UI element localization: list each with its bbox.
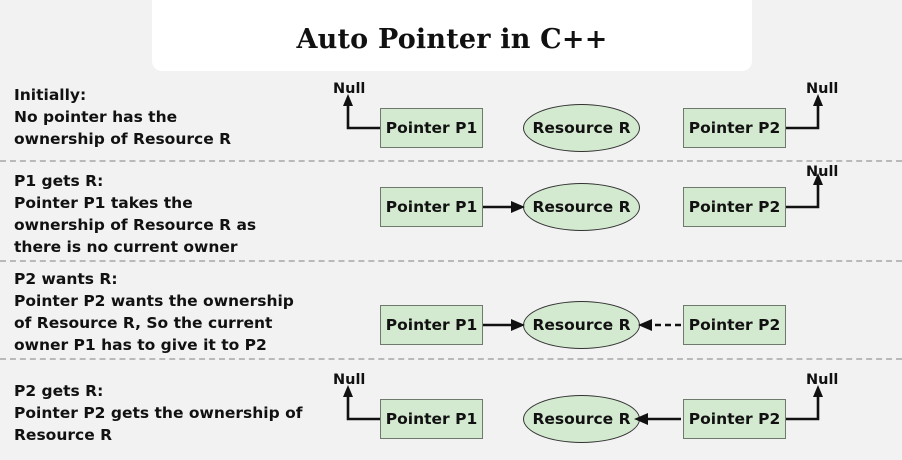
step-row-p1-gets-r: P1 gets R: Pointer P1 takes the ownershi… (0, 164, 902, 256)
title-card: Auto Pointer in C++ (152, 0, 752, 71)
node-pointer-p2[interactable]: Pointer P2 (683, 187, 786, 227)
node-pointer-p2[interactable]: Pointer P2 (683, 305, 786, 345)
node-pointer-p2[interactable]: Pointer P2 (683, 399, 786, 439)
arrowhead-p2-null (813, 385, 823, 397)
node-pointer-p1[interactable]: Pointer P1 (380, 305, 483, 345)
diagram-p1-gets-r: Null Pointer P1 Resource R Pointer P2 (0, 164, 902, 256)
step-body-p1-gets-r: Pointer P1 takes the ownership of Resour… (14, 194, 257, 256)
divider-3 (0, 358, 902, 360)
null-label-p2: Null (806, 372, 839, 388)
node-pointer-p1[interactable]: Pointer P1 (380, 187, 483, 227)
connector-layer (483, 173, 823, 213)
wire-p1-null (346, 104, 380, 130)
node-resource-r[interactable]: Resource R (523, 301, 640, 349)
arrowhead-p1-null (343, 385, 353, 397)
null-label-p1: Null (333, 372, 366, 388)
node-resource-r[interactable]: Resource R (523, 183, 640, 231)
step-body-initially: No pointer has the ownership of Resource… (14, 108, 232, 148)
arrowhead-p2-to-resource (638, 319, 652, 331)
step-row-p2-gets-r: P2 gets R: Pointer P2 gets the ownership… (0, 366, 902, 460)
diagram-initially: Null Null Pointer P1 Resource R Pointer … (0, 78, 902, 158)
null-label-p2: Null (806, 164, 839, 180)
null-label-p2: Null (806, 81, 839, 97)
step-row-p2-wants-r: P2 wants R: Pointer P2 wants the ownersh… (0, 266, 902, 354)
arrowhead-p1-to-resource (511, 319, 525, 331)
divider-1 (0, 160, 902, 162)
connector-layer (343, 94, 823, 130)
wire-p2-null (786, 395, 820, 421)
step-heading-p2-wants-r: P2 wants R: (14, 270, 118, 288)
wire-p1-null (346, 395, 380, 421)
arrowhead-p2-to-resource (634, 413, 648, 425)
wire-p2-null (786, 183, 820, 209)
step-heading-p1-gets-r: P1 gets R: (14, 172, 104, 190)
diagram-p2-gets-r: Null Null Pointer P1 Resource R Pointer … (0, 366, 902, 460)
step-body-p2-gets-r: Pointer P2 gets the ownership of Resourc… (14, 404, 303, 444)
arrowhead-p1-null (343, 94, 353, 106)
page-title: Auto Pointer in C++ (296, 24, 608, 55)
wire-p2-null (786, 104, 820, 130)
step-heading-p2-gets-r: P2 gets R: (14, 382, 104, 400)
node-resource-r[interactable]: Resource R (523, 104, 640, 152)
node-pointer-p1[interactable]: Pointer P1 (380, 108, 483, 148)
diagram-p2-wants-r: Pointer P1 Resource R Pointer P2 (0, 266, 902, 354)
step-row-initially: Initially: No pointer has the ownership … (0, 78, 902, 158)
step-body-p2-wants-r: Pointer P2 wants the ownership of Resour… (14, 292, 294, 354)
node-pointer-p1[interactable]: Pointer P1 (380, 399, 483, 439)
step-heading-initially: Initially: (14, 86, 87, 104)
divider-2 (0, 260, 902, 262)
arrowhead-p2-null (813, 94, 823, 106)
arrowhead-p1-to-resource (511, 201, 525, 213)
arrowhead-p2-null (813, 173, 823, 185)
null-label-p1: Null (333, 81, 366, 97)
node-pointer-p2[interactable]: Pointer P2 (683, 108, 786, 148)
connector-layer (343, 385, 823, 425)
connector-layer (483, 319, 681, 331)
